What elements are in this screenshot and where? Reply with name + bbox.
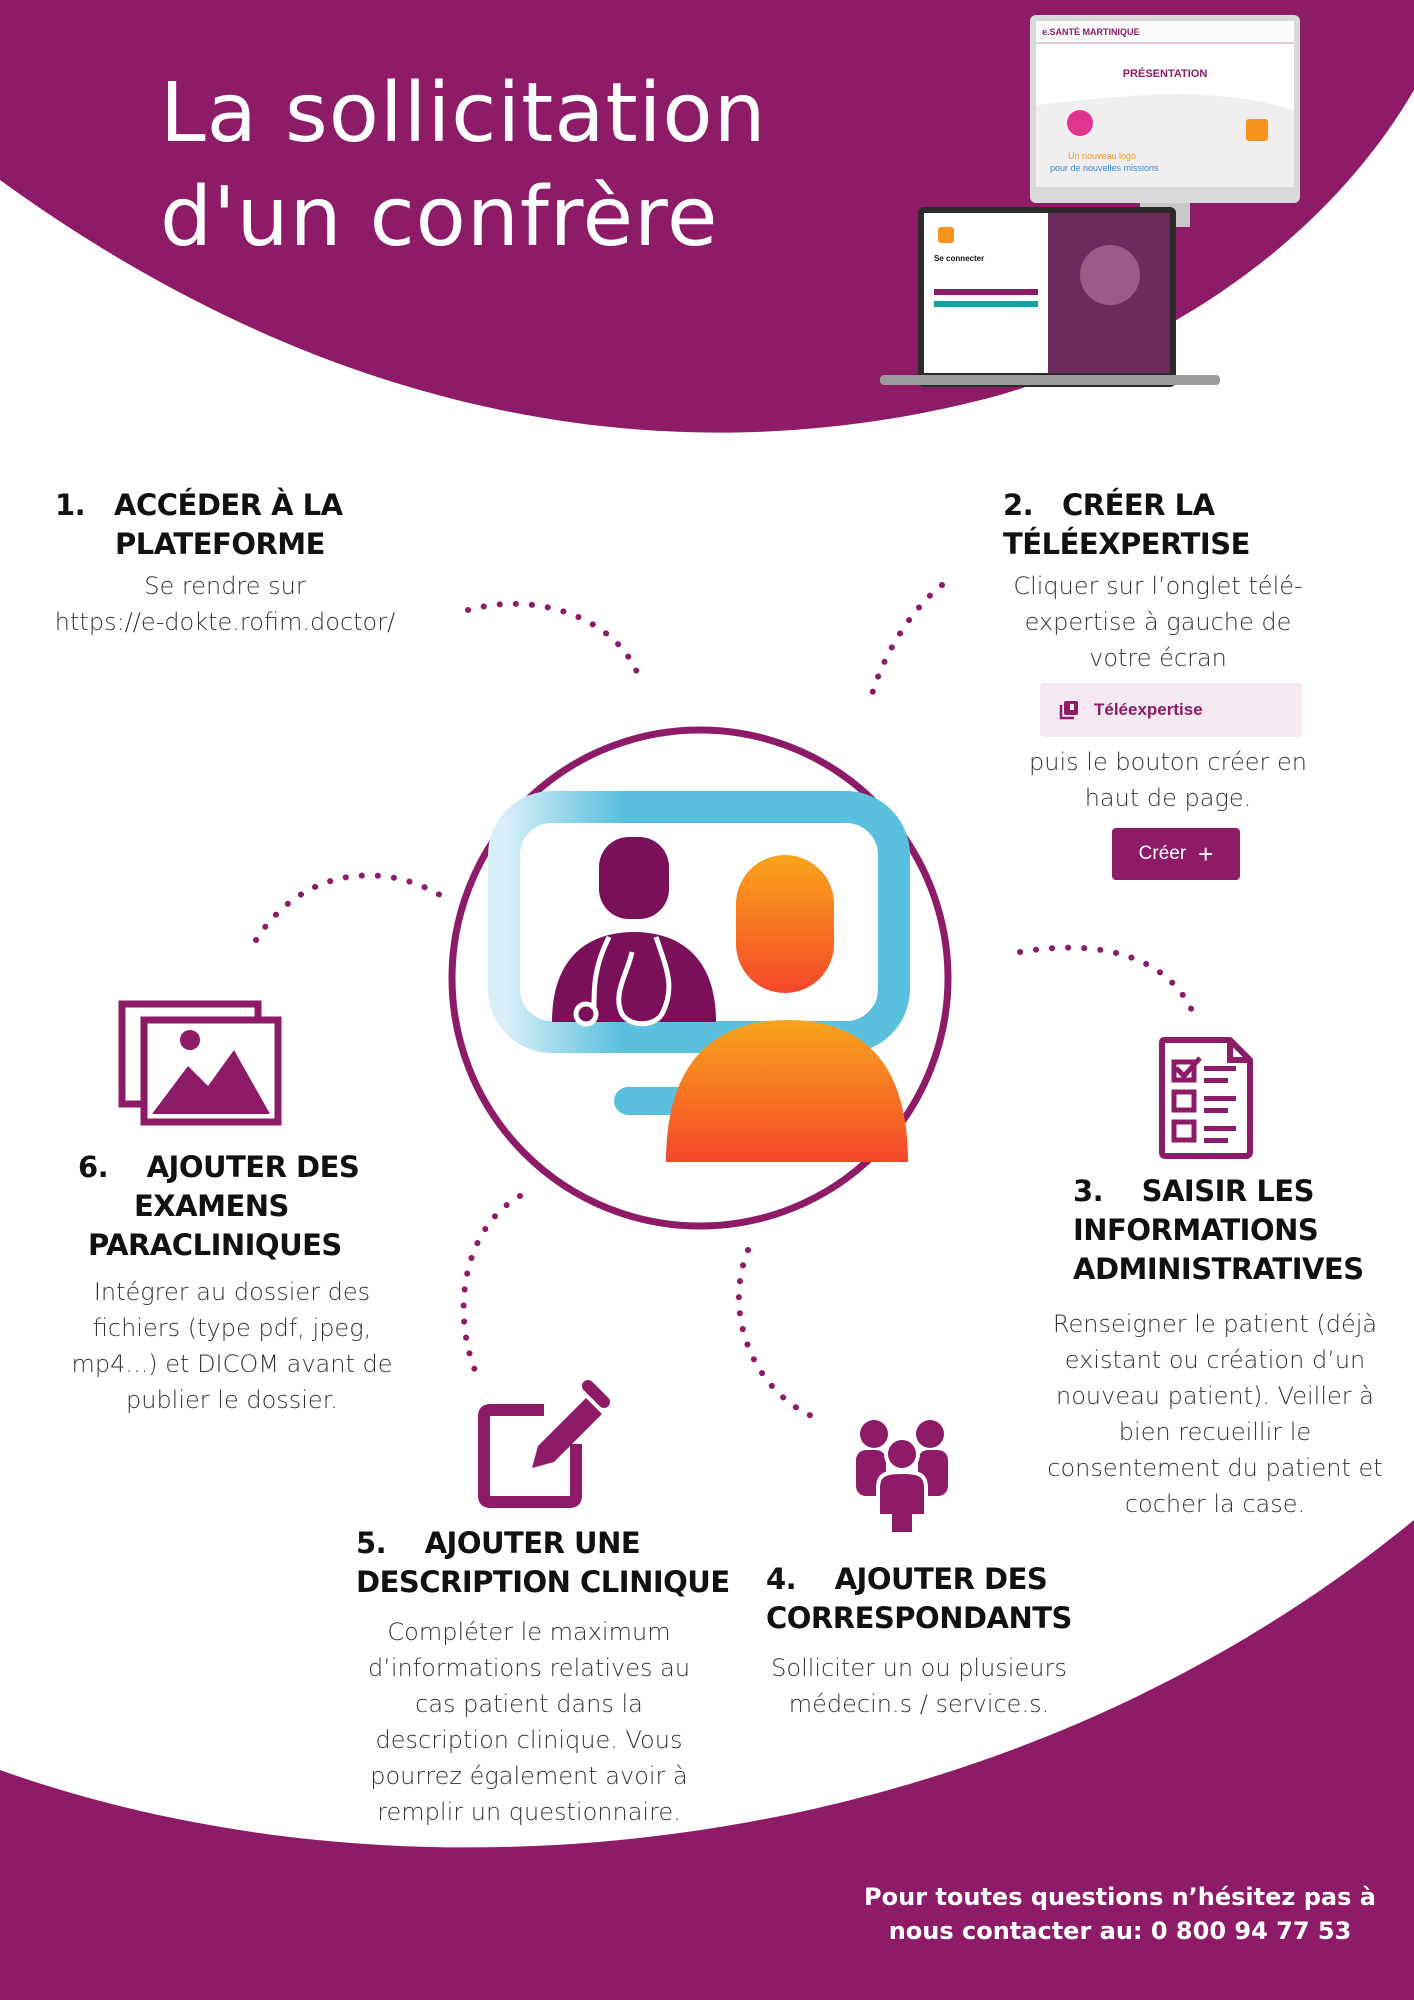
step-6-title-1: AJOUTER DES [146,1150,360,1184]
step-6-number: 6. [78,1150,109,1184]
step-4-text: Solliciter un ou plusieurs médecin.s / s… [754,1650,1084,1722]
step-5-text-1: Compléter le maximum [387,1618,671,1646]
teleexpertise-tab-button[interactable]: Téléexpertise [1040,683,1302,737]
step-6-text-2: fichiers (type pdf, jpeg, [92,1314,372,1342]
step-2-title-2: TÉLÉEXPERTISE [1003,527,1250,561]
step-6-title-3: PARACLINIQUES [88,1228,342,1262]
step-4-title-2: CORRESPONDANTS [766,1601,1072,1635]
step-6: 6. AJOUTER DES EXAMENS PARACLINIQUES [78,1148,408,1265]
step-6-text-4: publier le dossier. [126,1386,338,1414]
step-5-text-5: pourrez également avoir à [370,1762,688,1790]
step-1-url[interactable]: https://e-dokte.rofim.doctor/ [54,608,396,636]
step-6-text-1: Intégrer au dossier des [93,1278,371,1306]
telemedicine-illustration [448,726,952,1230]
step-6-text: Intégrer au dossier des fichiers (type p… [60,1274,404,1418]
footer-phone[interactable]: nous contacter au: 0 800 94 77 53 [888,1917,1352,1945]
step-4-title-1: AJOUTER DES [834,1562,1048,1596]
step-3-text-2: existant ou création d’un [1064,1346,1366,1374]
desktop-logo: e.SANTÉ MARTINIQUE [1042,27,1140,37]
group-icon [856,1420,948,1536]
step-5-text-6: remplir un questionnaire. [377,1798,681,1826]
step-2-text-3: votre écran [1089,644,1227,672]
device-mockup: e.SANTÉ MARTINIQUE PRÉSENTATION Un nouve… [880,15,1300,387]
step-1: 1. ACCÉDER À LA PLATEFORME [55,486,415,564]
desktop-heading: PRÉSENTATION [1123,67,1208,80]
step-1-text-1: Se rendre sur [144,572,306,600]
step-3-text: Renseigner le patient (déjà existant ou … [1040,1306,1390,1522]
images-icon [118,1000,282,1126]
step-3-text-5: consentement du patient et [1047,1454,1383,1482]
step-5-title-1: AJOUTER UNE [424,1526,641,1560]
step-3-text-1: Renseigner le patient (déjà [1052,1310,1378,1338]
step-2-number: 2. [1003,488,1034,522]
step-3-text-3: nouveau patient). Veiller à [1056,1382,1374,1410]
step-5: 5. AJOUTER UNE DESCRIPTION CLINIQUE [356,1524,736,1602]
step-4: 4. AJOUTER DES CORRESPONDANTS [766,1560,1096,1638]
step-3-title-2: INFORMATIONS [1073,1213,1319,1247]
create-button-label: Créer [1138,843,1187,864]
footer-contact: Pour toutes questions n’hésitez pas à no… [860,1880,1380,1948]
step-2-title-1: CRÉER LA [1062,488,1215,522]
step-3: 3. SAISIR LES INFORMATIONS ADMINISTRATIV… [1073,1172,1403,1289]
create-button[interactable]: Créer + [1112,828,1240,880]
step-5-text: Compléter le maximum d’informations rela… [356,1614,702,1830]
step-5-title-2: DESCRIPTION CLINIQUE [356,1565,730,1599]
step-5-text-3: cas patient dans la [415,1690,643,1718]
step-5-number: 5. [356,1526,387,1560]
plus-icon: + [1198,839,1214,869]
step-2-text-after: puis le bouton créer en haut de page. [1010,744,1326,816]
step-5-text-4: description clinique. Vous [375,1726,683,1754]
step-2-text-5: haut de page. [1084,784,1252,812]
teleexpertise-tab-label: Téléexpertise [1094,700,1203,719]
step-2-text: Cliquer sur l’onglet télé- expertise à g… [1000,568,1316,676]
page-title: La sollicitation d'un confrère [160,62,860,270]
title-line-2: d'un confrère [160,170,719,265]
step-3-text-4: bien recueillir le [1118,1418,1312,1446]
edit-icon [478,1380,610,1508]
step-1-title-2: PLATEFORME [115,527,325,561]
step-2-text-4: puis le bouton créer en [1029,748,1307,776]
step-1-title-1: ACCÉDER À LA [114,488,343,522]
teleexpertise-icon [1059,701,1078,720]
step-1-text: Se rendre sur https://e-dokte.rofim.doct… [40,568,410,640]
laptop-heading: Se connecter [934,254,984,263]
desktop-tagline-2: pour de nouvelles missions [1050,163,1159,173]
step-4-number: 4. [766,1562,797,1596]
step-3-title-3: ADMINISTRATIVES [1073,1252,1364,1286]
step-1-number: 1. [55,488,86,522]
step-4-text-1: Solliciter un ou plusieurs [771,1654,1067,1682]
step-2-text-2: expertise à gauche de [1024,608,1292,636]
title-line-1: La sollicitation [160,66,767,161]
step-3-title-1: SAISIR LES [1141,1174,1315,1208]
footer-line-1: Pour toutes questions n’hésitez pas à [864,1883,1376,1911]
step-3-number: 3. [1073,1174,1104,1208]
step-2: 2. CRÉER LA TÉLÉEXPERTISE [1003,486,1343,564]
step-3-text-6: cocher la case. [1124,1490,1306,1518]
step-6-title-2: EXAMENS [134,1189,289,1223]
step-6-text-3: mp4...) et DICOM avant de [71,1350,393,1378]
step-2-text-1: Cliquer sur l’onglet télé- [1013,572,1303,600]
checklist-icon [1159,1037,1253,1159]
step-4-text-2: médecin.s / service.s. [788,1690,1050,1718]
desktop-tagline-1: Un nouveau logo [1068,151,1136,161]
step-5-text-2: d’informations relatives au [367,1654,691,1682]
